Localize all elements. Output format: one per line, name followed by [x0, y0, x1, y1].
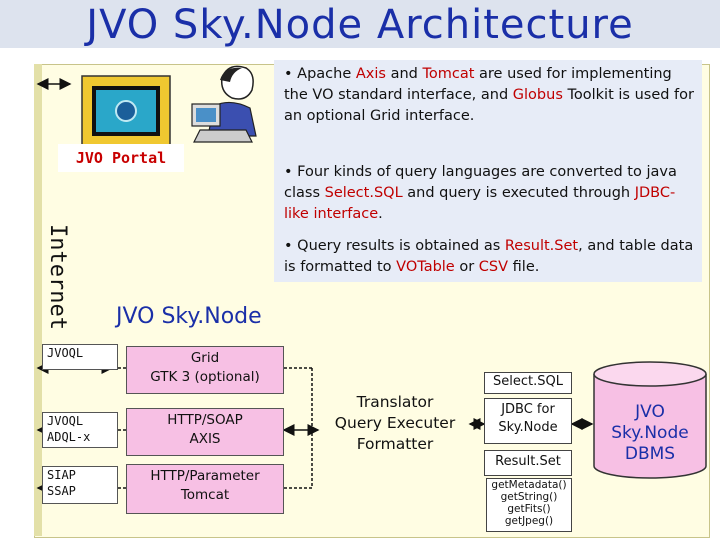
layer-http-soap: HTTP/SOAP AXIS [126, 408, 284, 456]
dbms-label: JVO Sky.Node DBMS [611, 402, 689, 464]
bullet-query-languages: • Four kinds of query languages are conv… [284, 164, 677, 222]
internet-label: Internet [45, 224, 70, 330]
skynode-title: JVO Sky.Node [116, 304, 262, 329]
bullet-query-results: • Query results is obtained as Result.Se… [284, 238, 694, 275]
jvo-portal-label: JVO Portal [58, 144, 184, 172]
layer-grid: Grid GTK 3 (optional) [126, 346, 284, 394]
select-sql-box: Select.SQL [484, 372, 572, 394]
layer-http-parameter: HTTP/Parameter Tomcat [126, 464, 284, 514]
result-methods-box: getMetadata() getString() getFits() getJ… [486, 478, 572, 532]
title-bar [0, 0, 720, 48]
translator-block: Translator Query Executer Formatter [334, 393, 456, 453]
page-title: JVO Sky.Node Architecture [86, 2, 634, 48]
protocol-jvoql: JVOQL [42, 344, 118, 370]
jdbc-box: JDBC for Sky.Node [484, 398, 572, 444]
protocol-jvoql-adql: JVOQL ADQL-x [42, 412, 118, 448]
protocol-siap-ssap: SIAP SSAP [42, 466, 118, 504]
description-bullets: • Apache Axis and Tomcat are used for im… [274, 60, 702, 282]
result-set-box: Result.Set [484, 450, 572, 476]
internet-bar [34, 64, 42, 536]
bullet-interface: • Apache Axis and Tomcat are used for im… [284, 66, 694, 124]
